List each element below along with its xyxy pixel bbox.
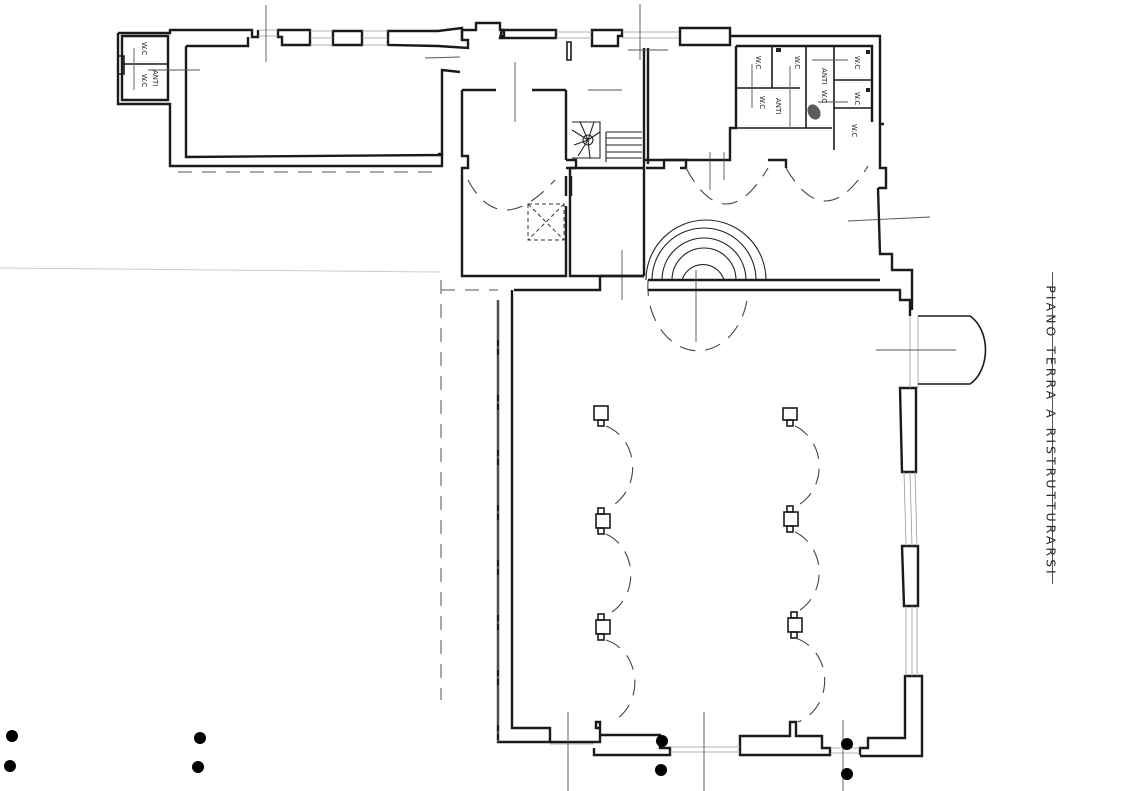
- room-label: W.C: [140, 42, 148, 55]
- central-block: [460, 4, 680, 300]
- room-labels: W.C W.C ANTI W.C W.C ANTI W.C W.C ANTI W…: [140, 42, 861, 137]
- semicircular-steps: [645, 219, 767, 281]
- room-label: W.C: [850, 124, 858, 137]
- room-label: ANTI: [774, 98, 782, 114]
- scan-line: [0, 267, 441, 273]
- room-label: W.C: [758, 96, 766, 109]
- drawing-title-container: PIANO TERRA A RISTRUTTURARSI: [1036, 276, 1066, 586]
- main-hall: [440, 274, 987, 791]
- straight-stair: [605, 131, 642, 162]
- spiral-stair: [571, 121, 601, 159]
- columns: [593, 405, 803, 641]
- room-label: W.C: [793, 56, 801, 69]
- wc-block: [644, 26, 888, 190]
- registration-dots: [4, 730, 853, 780]
- drawing-title: PIANO TERRA A RISTRUTTURARSI: [1043, 285, 1059, 577]
- title-underline: [1052, 272, 1053, 584]
- room-label: ANTI: [151, 70, 159, 86]
- room-label: W.C: [754, 56, 762, 69]
- entrance-hall: [645, 152, 931, 352]
- room-label: W.C: [820, 90, 828, 103]
- room-label: W.C: [853, 56, 861, 69]
- room-label: W.C: [853, 92, 861, 105]
- room-label: W.C: [140, 74, 148, 87]
- left-wing: [116, 5, 470, 173]
- room-label: ANTI: [820, 68, 828, 84]
